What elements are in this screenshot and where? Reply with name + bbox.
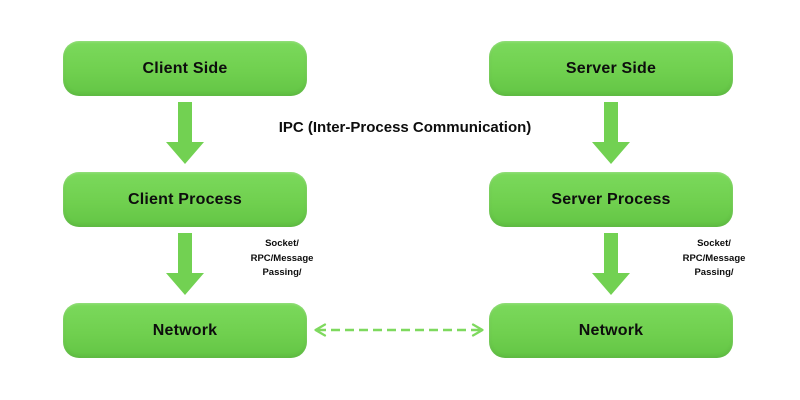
down-arrow-icon bbox=[166, 102, 204, 164]
server-process-label: Server Process bbox=[551, 190, 671, 208]
server-network-box: Network bbox=[489, 303, 733, 358]
socket-label-line: Socket/ bbox=[265, 238, 299, 249]
socket-label-line: Passing/ bbox=[262, 267, 302, 278]
client-side-box: Client Side bbox=[63, 41, 307, 96]
client-network-box: Network bbox=[63, 303, 307, 358]
client-process-box: Client Process bbox=[63, 172, 307, 227]
server-side-label: Server Side bbox=[565, 59, 657, 77]
server-process-box: Server Process bbox=[489, 172, 733, 227]
server-side-box: Server Side bbox=[489, 41, 733, 96]
socket-label-line: RPC/Message bbox=[250, 252, 314, 264]
client-process-label: Client Process bbox=[128, 190, 242, 208]
server-socket-label: Socket/ RPC/Message Passing/ bbox=[659, 237, 769, 281]
client-socket-label: Socket/ RPC/Message Passing/ bbox=[227, 237, 337, 281]
down-arrow-icon bbox=[592, 102, 630, 164]
socket-label-line: Socket/ bbox=[697, 238, 731, 249]
down-arrow-icon bbox=[592, 233, 630, 295]
socket-label-line: RPC/Message bbox=[682, 252, 746, 264]
diagram-title: IPC (Inter-Process Communication) bbox=[278, 119, 532, 136]
down-arrow-icon bbox=[166, 233, 204, 295]
socket-label-line: Passing/ bbox=[694, 267, 734, 278]
dashed-double-arrow-icon bbox=[314, 323, 484, 337]
server-network-label: Network bbox=[578, 321, 644, 339]
client-network-label: Network bbox=[152, 321, 218, 339]
client-side-label: Client Side bbox=[142, 59, 228, 77]
